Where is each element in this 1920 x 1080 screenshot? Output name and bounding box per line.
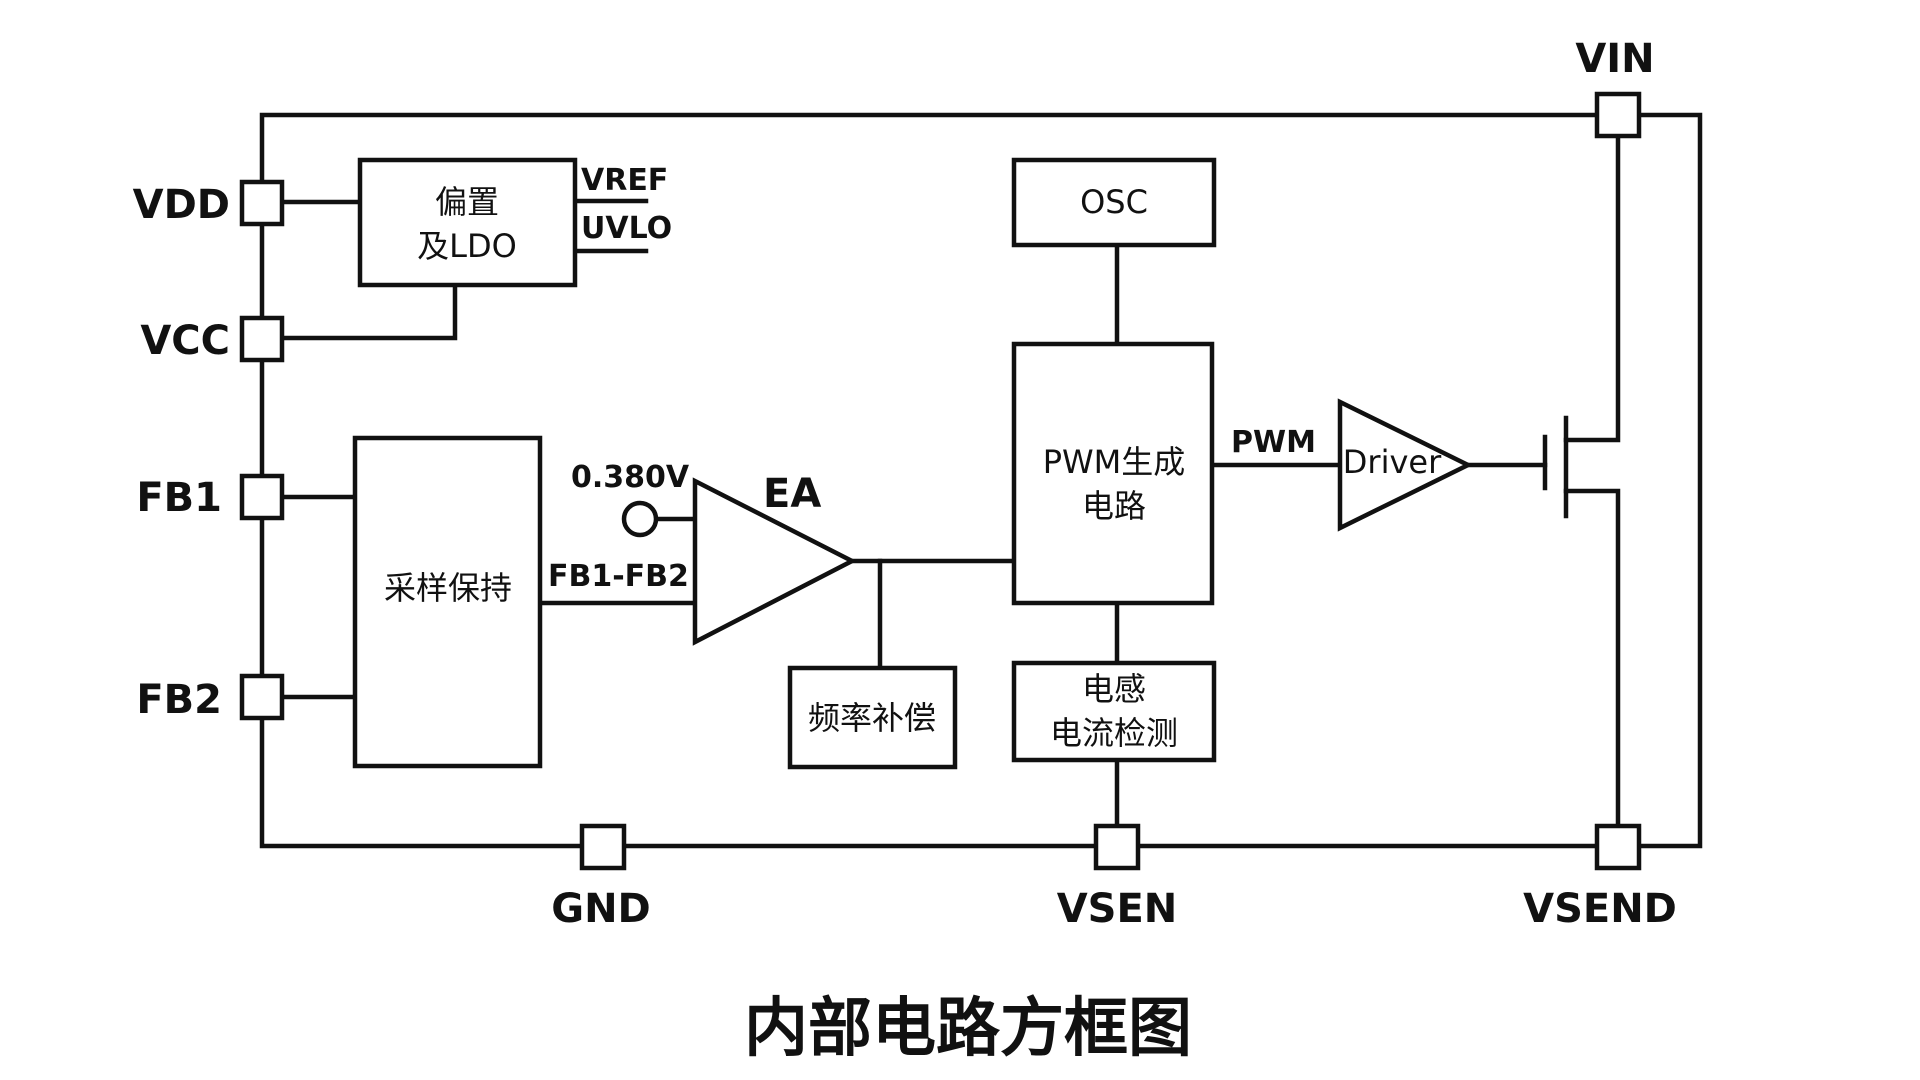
freq-comp-label: 频率补偿 bbox=[808, 699, 936, 737]
uvlo-label: UVLO bbox=[581, 211, 672, 246]
pin-fb1 bbox=[239, 473, 285, 521]
pwm-gen-block bbox=[1011, 341, 1215, 606]
pin-vin bbox=[1594, 91, 1642, 139]
freq-comp-block bbox=[787, 665, 958, 770]
wire-bias-vcc bbox=[279, 284, 458, 341]
mosfet-drain bbox=[1563, 132, 1621, 443]
mosfet-source bbox=[1563, 488, 1621, 829]
sample-hold-label: 采样保持 bbox=[384, 569, 512, 607]
pin-vsend bbox=[1594, 823, 1642, 871]
ea-label: EA bbox=[763, 471, 821, 517]
pin-vdd-label: VDD bbox=[133, 182, 230, 228]
osc-label: OSC bbox=[1080, 183, 1148, 221]
pin-vin-label: VIN bbox=[1575, 36, 1654, 82]
ea-amplifier bbox=[692, 477, 857, 646]
pwm-gen-label-1: PWM生成 bbox=[1043, 443, 1186, 481]
pin-gnd-label: GND bbox=[551, 886, 651, 932]
pin-vsen bbox=[1093, 823, 1141, 871]
sample-hold-block bbox=[352, 435, 543, 769]
pwm-signal-label: PWM bbox=[1231, 425, 1316, 460]
bias-ldo-label-2: 及LDO bbox=[417, 227, 517, 265]
current-sense-label-2: 电流检测 bbox=[1050, 714, 1178, 752]
chip-boundary bbox=[259, 112, 1703, 849]
current-sense-block bbox=[1011, 660, 1217, 763]
pin-vsend-label: VSEND bbox=[1523, 886, 1677, 932]
ref-voltage-label: 0.380V bbox=[571, 460, 690, 495]
bias-ldo-label-1: 偏置 bbox=[435, 183, 499, 221]
vref-label: VREF bbox=[581, 163, 668, 198]
fb-diff-label: FB1-FB2 bbox=[548, 559, 689, 594]
pin-fb1-label: FB1 bbox=[136, 475, 222, 521]
driver-buffer bbox=[1337, 398, 1474, 532]
pin-vdd bbox=[239, 179, 285, 227]
pin-gnd bbox=[579, 823, 627, 871]
ref-voltage-terminal bbox=[621, 500, 659, 538]
bias-ldo-block bbox=[357, 157, 578, 288]
pin-vcc-label: VCC bbox=[140, 318, 230, 364]
pin-vsen-label: VSEN bbox=[1057, 886, 1178, 932]
driver-label: Driver bbox=[1343, 443, 1442, 481]
diagram-caption: 内部电路方框图 bbox=[744, 992, 1192, 1066]
pin-fb2 bbox=[239, 673, 285, 721]
pin-vcc bbox=[239, 315, 285, 363]
current-sense-label-1: 电感 bbox=[1082, 670, 1146, 708]
osc-block bbox=[1011, 157, 1217, 248]
pin-fb2-label: FB2 bbox=[136, 677, 222, 723]
pwm-gen-label-2: 电路 bbox=[1082, 487, 1146, 525]
